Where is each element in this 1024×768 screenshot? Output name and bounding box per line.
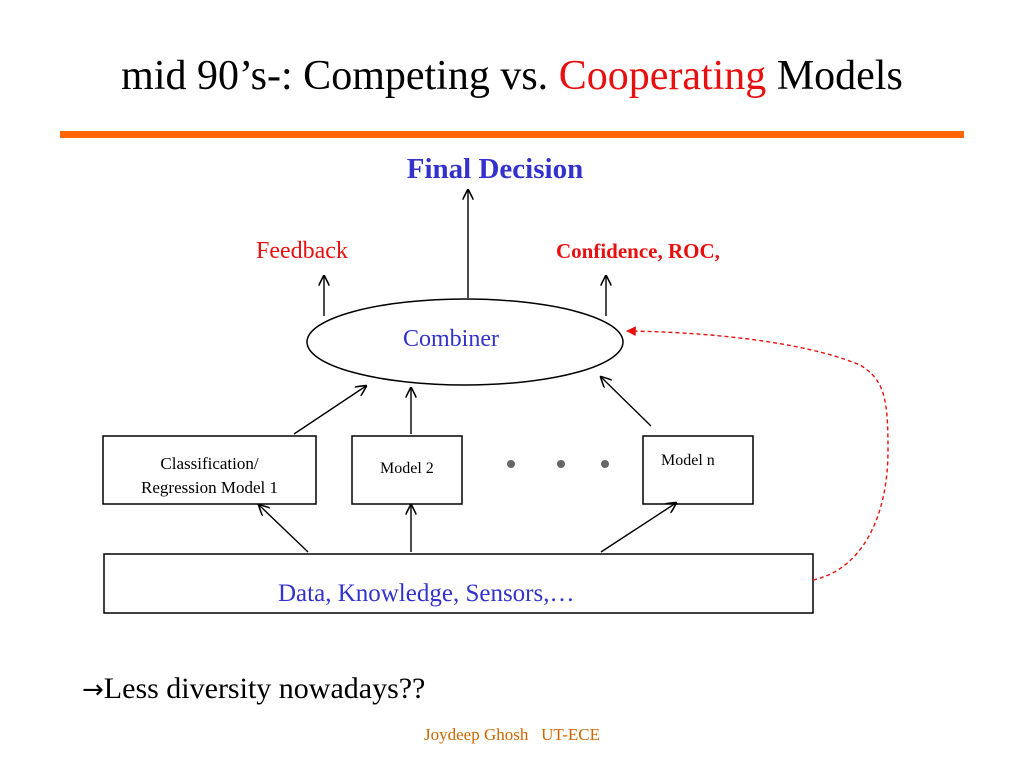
arrow-modeln-to-combiner bbox=[601, 377, 652, 427]
dashed-data-to-combiner-arrow bbox=[626, 326, 889, 581]
ellipsis-dot bbox=[557, 460, 565, 468]
bullet-text: Less diversity nowadays?? bbox=[103, 672, 426, 705]
arrow-data-to-model1 bbox=[259, 505, 309, 553]
ellipsis-dot bbox=[507, 460, 515, 468]
model1-label-line1: Classification/ bbox=[160, 454, 259, 473]
slide-title: mid 90’s-: Competing vs. Cooperating Mod… bbox=[0, 52, 1024, 100]
combiner-label: Combiner bbox=[403, 326, 499, 352]
title-part1: mid 90’s-: Competing vs. bbox=[121, 53, 559, 99]
model2-label: Model 2 bbox=[380, 460, 434, 477]
model1-label-line2: Regression Model 1 bbox=[141, 478, 278, 497]
ellipsis-dot bbox=[601, 460, 609, 468]
arrow-data-to-modeln bbox=[600, 503, 676, 553]
model1-box bbox=[102, 435, 317, 505]
model1-label: Classification/ Regression Model 1 bbox=[103, 452, 316, 500]
feedback-label: Feedback bbox=[256, 238, 348, 264]
title-divider bbox=[60, 131, 964, 138]
slide-footer: Joydeep Ghosh UT-ECE bbox=[0, 725, 1024, 745]
title-highlight: Cooperating bbox=[558, 53, 767, 99]
title-divider-bar bbox=[60, 131, 964, 138]
title-part2: Models bbox=[766, 53, 903, 99]
footer-affiliation: UT-ECE bbox=[541, 725, 600, 744]
footer-author: Joydeep Ghosh bbox=[424, 725, 529, 744]
modeln-box bbox=[642, 435, 754, 505]
bullet-item: →Less diversity nowadays?? bbox=[82, 672, 425, 706]
right-arrow-icon: → bbox=[82, 675, 104, 705]
data-box bbox=[103, 553, 814, 614]
data-label: Data, Knowledge, Sensors,… bbox=[278, 580, 575, 607]
modeln-label: Model n bbox=[661, 452, 715, 469]
final-decision-label: Final Decision bbox=[406, 153, 584, 185]
arrow-model1-to-combiner bbox=[293, 386, 366, 435]
confidence-label: Confidence, ROC, bbox=[556, 239, 720, 263]
combiner-ellipse bbox=[306, 298, 624, 386]
